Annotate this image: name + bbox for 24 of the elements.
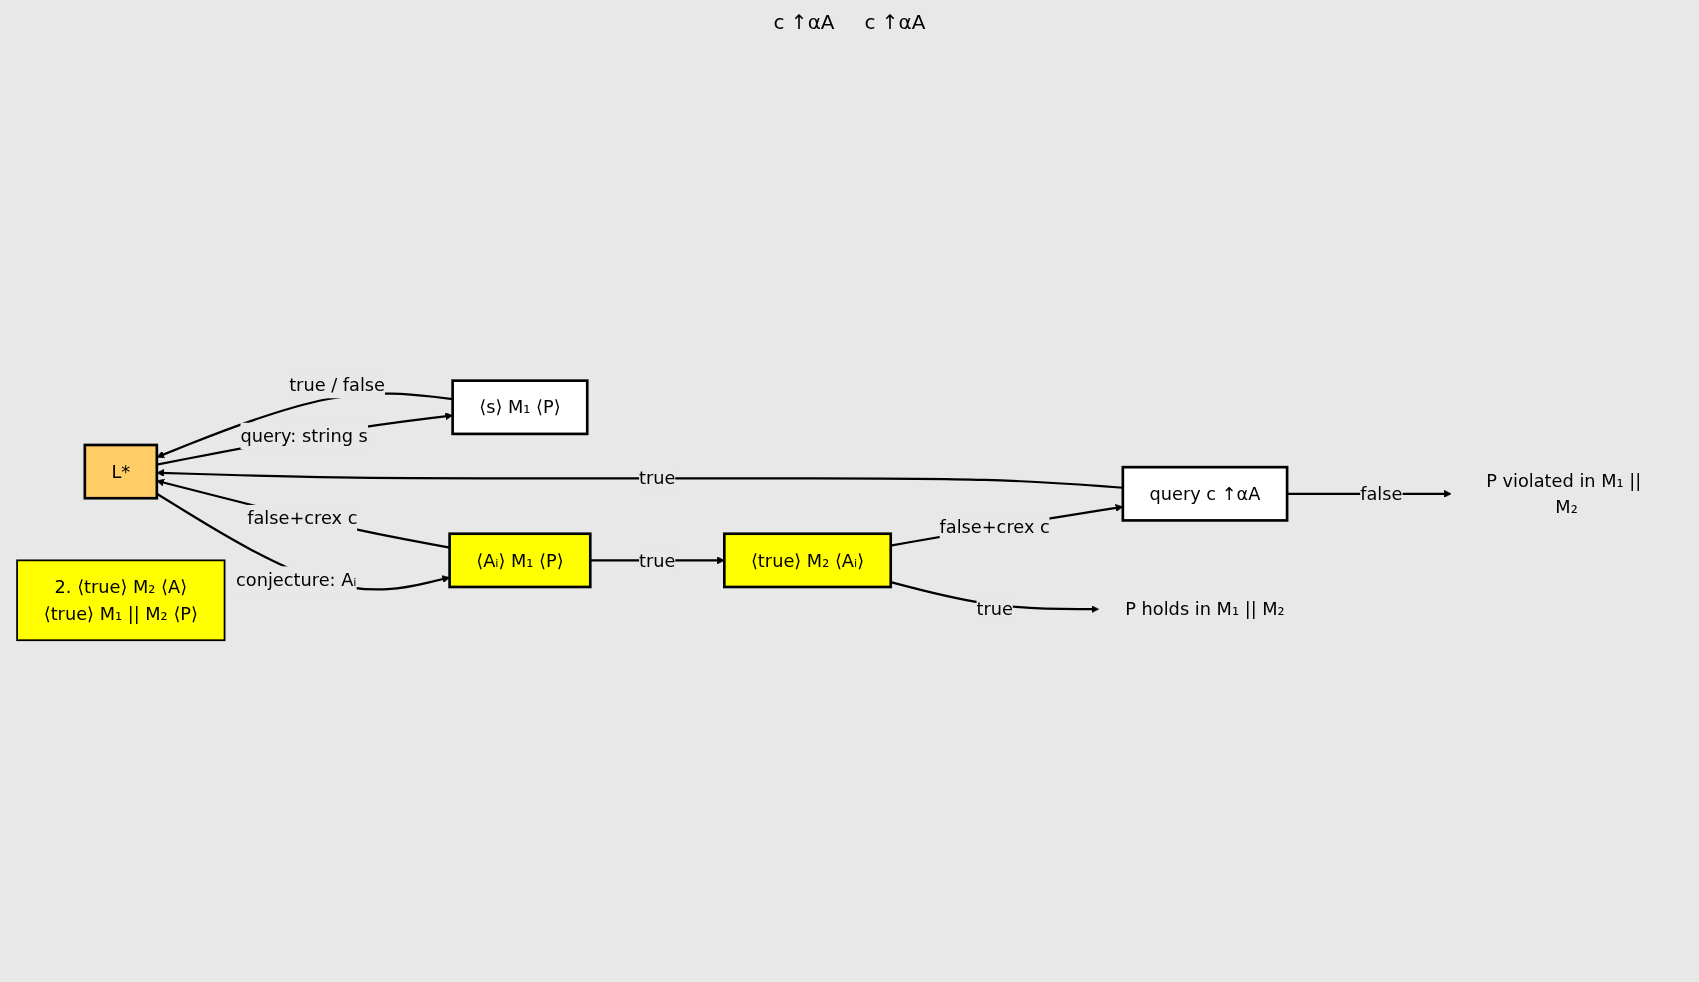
edge-label: true (639, 467, 676, 489)
node-box: ⟨true⟩ M₂ ⟨Aᵢ⟩ (723, 532, 893, 589)
arrow (156, 412, 453, 466)
edge-label: false (1360, 483, 1403, 505)
node-box: ⟨s⟩ M₁ ⟨P⟩ (451, 379, 589, 436)
edge-label: false+crex c (939, 516, 1050, 538)
arrow (156, 492, 450, 591)
edge-label: query: string s (240, 425, 368, 447)
node-box: query c ↑αA (1121, 465, 1289, 522)
edge-label: conjecture: Aᵢ (236, 568, 357, 591)
edge-label: true (639, 549, 676, 572)
note-text: c ↑αA (864, 10, 926, 34)
arrow (156, 478, 450, 549)
node-text: P holds in M₁ || M₂ (1125, 598, 1285, 620)
arrow (156, 469, 1123, 489)
edge-label: true (976, 598, 1013, 620)
edge-label: true / false (289, 374, 386, 396)
node-box: L* (83, 443, 159, 500)
node-box: ⟨Aᵢ⟩ M₁ ⟨P⟩ (448, 532, 592, 589)
arrow (156, 392, 453, 459)
edge-label: false+crex c (247, 507, 358, 529)
note-text: c ↑αA (773, 10, 835, 34)
node-text: P violated in M₁ || M₂ (1486, 469, 1642, 518)
node-box: 2. ⟨true⟩ M₂ ⟨A⟩ ⟨true⟩ M₁ || M₂ ⟨P⟩ (16, 559, 226, 642)
